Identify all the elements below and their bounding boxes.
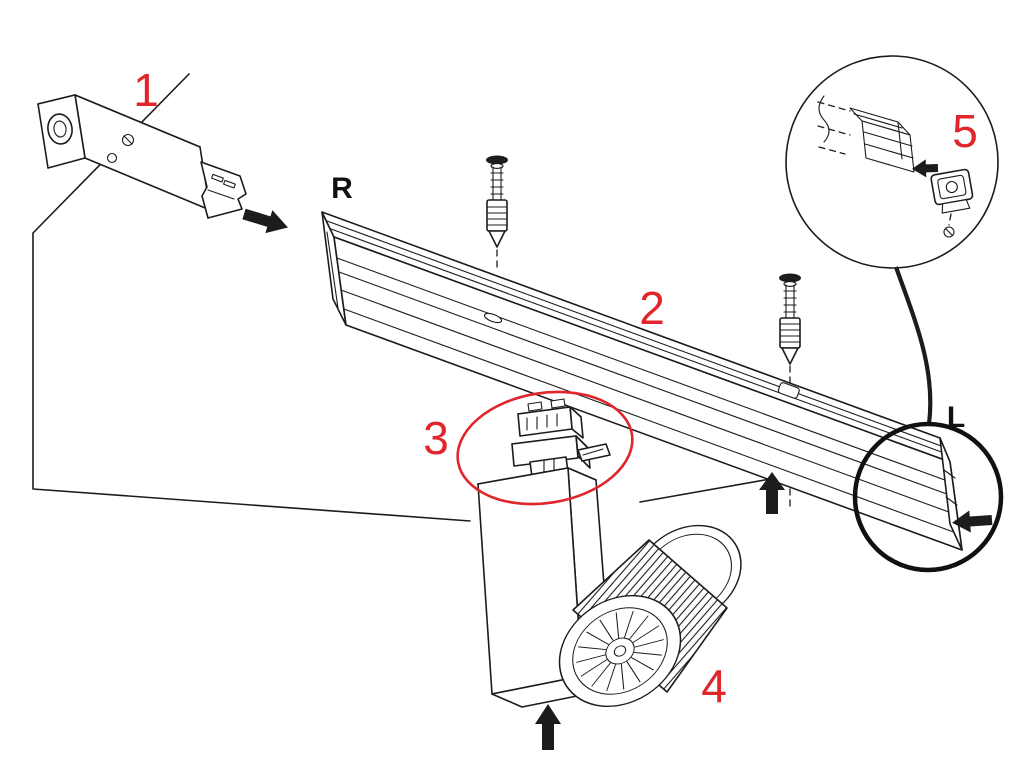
label-step-5: 5 [952,105,978,157]
wall-plug [779,317,801,349]
arrow-track-end-left-icon [952,510,993,533]
break-squiggle [818,95,830,143]
arrow-connector-insert-icon [242,208,288,234]
magnifier-circle-l [852,421,1004,573]
track-end-cap [930,168,974,214]
label-step-2: 2 [639,282,665,334]
label-step-1: 1 [133,64,159,116]
power-feed-connector [37,94,247,219]
track-mounting-tab [777,382,800,399]
track-mounting-slot [483,312,503,324]
cable-entry-hole [47,113,73,145]
label-step-3: 3 [423,412,449,464]
label-step-4: 4 [701,660,727,712]
adapter-lock-lever [577,443,611,462]
track-rail [321,211,963,551]
screw-head-icon [486,155,508,165]
arrow-track-mount-up-icon [759,472,785,514]
connector-screw-small [106,152,118,164]
head-front-face [558,595,682,707]
label-track-end-l: L [947,401,965,434]
arrow-endcap-insert-icon [912,159,939,178]
label-track-end-r: R [331,172,353,205]
adapter-highlight-ellipse [456,390,634,506]
detail-leader-line [894,266,933,425]
detail-view-endcap [785,55,999,269]
wall-anchor-screw-2 [779,273,801,510]
arrow-light-mount-up-icon [535,704,561,750]
spotlight-head [558,524,742,707]
wall-plug [486,199,508,232]
screw-head-icon [779,273,801,283]
wall-anchor-screw-1 [486,155,508,273]
